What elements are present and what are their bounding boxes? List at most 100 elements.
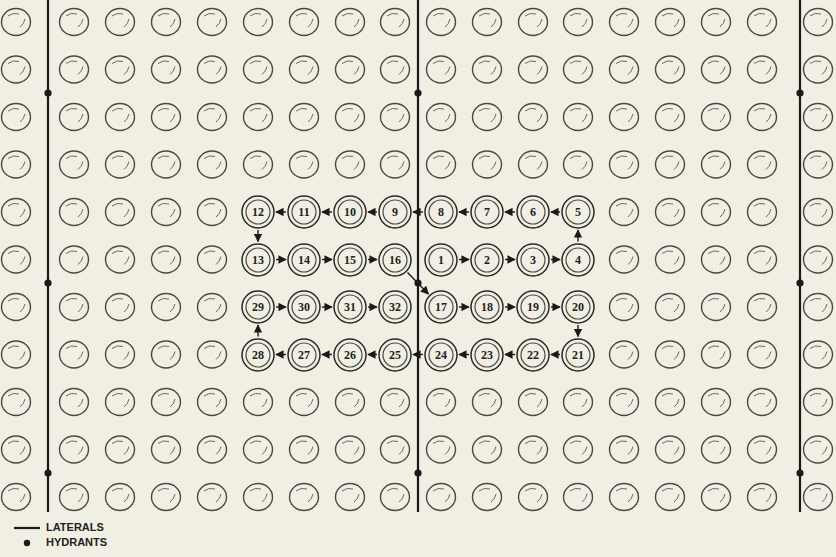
hose-path-arrow <box>577 230 578 242</box>
tree-crown <box>2 294 31 321</box>
tree-number: 15 <box>344 254 356 266</box>
tree-crown <box>656 246 685 273</box>
legend-label: HYDRANTS <box>46 537 107 548</box>
tree-crown <box>702 294 731 321</box>
tree-crown <box>656 341 685 368</box>
tree-crown <box>656 199 685 226</box>
tree-crown <box>656 9 685 36</box>
tree-crown <box>60 9 89 36</box>
tree-crown <box>60 436 89 463</box>
tree-crown <box>198 151 227 178</box>
numbered-tree: 7 <box>470 195 504 229</box>
tree-number: 16 <box>389 254 401 266</box>
tree-crown <box>564 436 593 463</box>
hydrant-dot <box>414 469 421 476</box>
tree-crown <box>106 341 135 368</box>
hose-path-arrow <box>505 259 515 260</box>
tree-crown <box>336 56 365 83</box>
tree-crown <box>748 341 777 368</box>
tree-crown <box>610 199 639 226</box>
tree-number: 4 <box>575 254 581 266</box>
tree-crown <box>748 246 777 273</box>
tree-number: 28 <box>252 349 264 361</box>
tree-crown <box>564 389 593 416</box>
tree-crown <box>610 484 639 511</box>
numbered-tree: 9 <box>378 195 412 229</box>
tree-crown <box>106 9 135 36</box>
tree-crown <box>656 484 685 511</box>
tree-crown <box>106 199 135 226</box>
tree-crown <box>748 104 777 131</box>
numbered-tree: 29 <box>241 290 275 324</box>
tree-number: 9 <box>392 206 398 218</box>
legend-label: LATERALS <box>46 522 104 533</box>
tree-number: 7 <box>484 206 490 218</box>
tree-crown <box>427 389 456 416</box>
tree-crown <box>2 389 31 416</box>
hose-path-arrow <box>368 354 377 355</box>
tree-crown <box>473 104 502 131</box>
tree-crown <box>656 436 685 463</box>
tree-crown <box>290 9 319 36</box>
tree-crown <box>748 389 777 416</box>
tree-crown <box>381 104 410 131</box>
tree-crown <box>564 56 593 83</box>
tree-crown <box>748 294 777 321</box>
hydrant-dot <box>44 279 51 286</box>
tree-crown <box>610 56 639 83</box>
tree-crown <box>152 9 181 36</box>
hose-path-arrow <box>257 230 258 242</box>
hose-path-arrow <box>276 211 286 212</box>
tree-crown <box>336 436 365 463</box>
hose-path-arrow <box>322 259 332 260</box>
tree-crown <box>427 484 456 511</box>
tree-crown <box>564 484 593 511</box>
tree-crown <box>198 294 227 321</box>
tree-crown <box>702 389 731 416</box>
tree-crown <box>702 56 731 83</box>
numbered-tree: 2 <box>470 243 504 277</box>
tree-crown <box>381 9 410 36</box>
tree-crown <box>473 56 502 83</box>
hose-path-arrow <box>505 211 515 212</box>
hose-path-arrow <box>505 354 515 355</box>
tree-crown <box>152 56 181 83</box>
tree-crown <box>702 436 731 463</box>
tree-crown <box>198 389 227 416</box>
tree-number: 20 <box>572 301 584 313</box>
tree-crown <box>198 9 227 36</box>
numbered-tree: 6 <box>516 195 550 229</box>
tree-crown <box>60 151 89 178</box>
tree-crown <box>804 294 833 321</box>
hose-path-arrow <box>322 211 332 212</box>
tree-crown <box>152 484 181 511</box>
tree-number: 5 <box>575 206 581 218</box>
tree-crown <box>60 104 89 131</box>
tree-crown <box>748 436 777 463</box>
hose-path-arrow <box>368 211 377 212</box>
tree-crown <box>610 246 639 273</box>
tree-crown <box>336 151 365 178</box>
hydrant-dot <box>44 469 51 476</box>
tree-crown <box>804 484 833 511</box>
tree-crown <box>702 246 731 273</box>
tree-crown <box>748 484 777 511</box>
tree-crown <box>702 199 731 226</box>
hose-path-arrow <box>413 354 423 355</box>
tree-crown <box>2 56 31 83</box>
tree-number: 25 <box>389 349 401 361</box>
tree-crown <box>60 246 89 273</box>
numbered-tree: 19 <box>516 290 550 324</box>
tree-crown <box>610 151 639 178</box>
tree-number: 11 <box>298 206 309 218</box>
tree-number: 32 <box>389 301 401 313</box>
tree-crown <box>473 9 502 36</box>
tree-crown <box>519 104 548 131</box>
tree-crown <box>519 484 548 511</box>
tree-crown <box>198 104 227 131</box>
tree-number: 17 <box>435 301 447 313</box>
tree-crown <box>106 436 135 463</box>
tree-crown <box>60 341 89 368</box>
tree-crown <box>610 294 639 321</box>
